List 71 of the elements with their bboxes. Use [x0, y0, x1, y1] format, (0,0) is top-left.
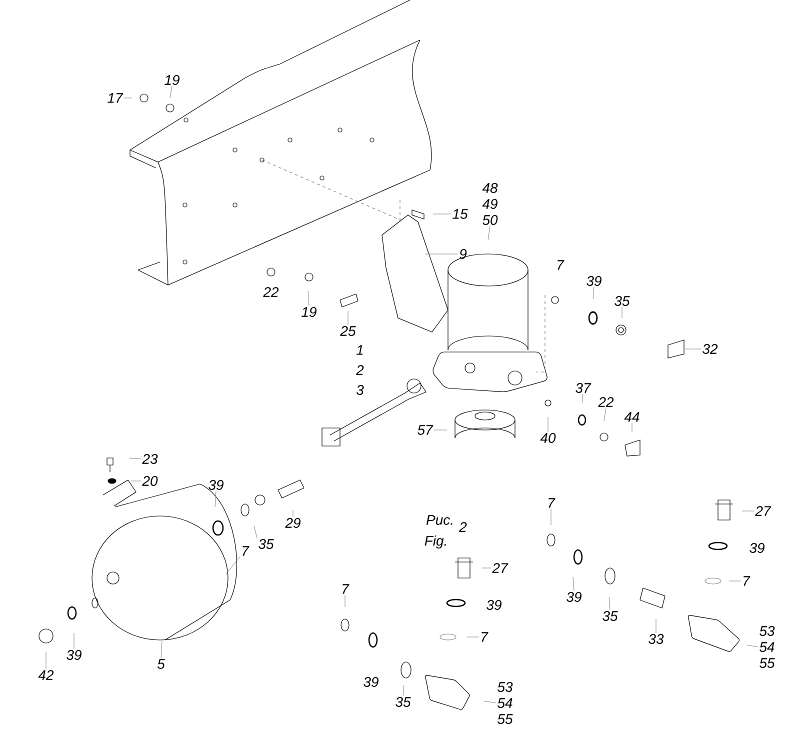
callout-number: 20: [142, 476, 158, 486]
callout-number: 39: [208, 480, 224, 490]
callout-number: 35: [614, 296, 630, 306]
callout-number: 2: [356, 365, 364, 375]
leader-line: [582, 394, 584, 404]
callout-number: 53 54 55: [760, 626, 775, 668]
callout-number: 25: [340, 326, 356, 336]
leader-line: [214, 490, 216, 508]
callout-number: 22: [598, 397, 614, 407]
callout-number: 19: [164, 75, 180, 85]
callout-number: 35: [258, 539, 274, 549]
callout-number: 33: [648, 634, 664, 644]
callout-number: 44: [624, 412, 640, 422]
leader-line: [170, 86, 172, 98]
callout-number: 7: [548, 498, 556, 508]
callout-number: 7: [744, 576, 750, 586]
callout-number: 27: [492, 563, 508, 573]
leader-line: [728, 580, 742, 582]
callout-number: 35: [602, 611, 618, 621]
callout-number: 7: [242, 546, 250, 556]
leader-line: [466, 636, 480, 638]
callout-number: 22: [263, 287, 279, 297]
leader-line: [742, 510, 754, 512]
callout-number: 23: [142, 454, 158, 464]
callout-number: 15: [452, 209, 468, 219]
leader-line: [484, 700, 496, 704]
callout-number: 42: [38, 670, 54, 680]
leader-line: [402, 684, 404, 696]
callout-number: 37: [576, 383, 592, 393]
callout-number: Рис.: [426, 515, 452, 525]
callout-number: 48 49 50: [482, 183, 498, 225]
callout-number: 19: [302, 307, 316, 317]
leader-line: [684, 348, 702, 350]
callout-number: 7: [482, 632, 488, 642]
leader-line: [344, 594, 346, 608]
callout-number: 17: [108, 93, 124, 103]
leader-line: [746, 644, 758, 648]
leader-line: [488, 226, 490, 240]
callout-number: 9: [460, 249, 467, 259]
leader-line: [550, 508, 552, 526]
leader-line: [226, 556, 240, 574]
leader-line: [292, 510, 294, 518]
callout-number: 7: [342, 584, 350, 594]
callout-number: 40: [540, 433, 556, 443]
callout-number: 39: [750, 543, 764, 553]
callout-number: 57: [418, 425, 434, 435]
callout-number: Fig.: [424, 535, 446, 549]
leader-line: [592, 286, 594, 300]
callout-number: 27: [755, 506, 772, 516]
callout-number: 2: [459, 522, 467, 532]
leader-line: [604, 408, 606, 422]
callout-number: 35: [396, 697, 411, 707]
leader-line: [128, 458, 142, 460]
leader-line: [254, 526, 258, 538]
leader-line: [130, 480, 142, 482]
callout-number: 5: [157, 659, 165, 669]
callout-number: 39: [486, 600, 502, 610]
callout-number: 1: [356, 345, 363, 355]
callout-number: 39: [66, 650, 82, 660]
leader-line: [308, 290, 310, 306]
callout-number: 3: [356, 385, 364, 395]
callout-number: 39: [566, 592, 582, 602]
callout-number: 39: [364, 677, 378, 687]
callout-number: 29: [285, 518, 300, 528]
leader-line: [160, 640, 162, 658]
callout-number: 39: [586, 276, 602, 286]
callout-number: 7: [558, 260, 564, 270]
callout-number: 32: [702, 344, 718, 354]
callout-number: 53 54 55: [498, 682, 513, 724]
leader-line: [608, 596, 610, 610]
leader-line: [572, 576, 574, 592]
